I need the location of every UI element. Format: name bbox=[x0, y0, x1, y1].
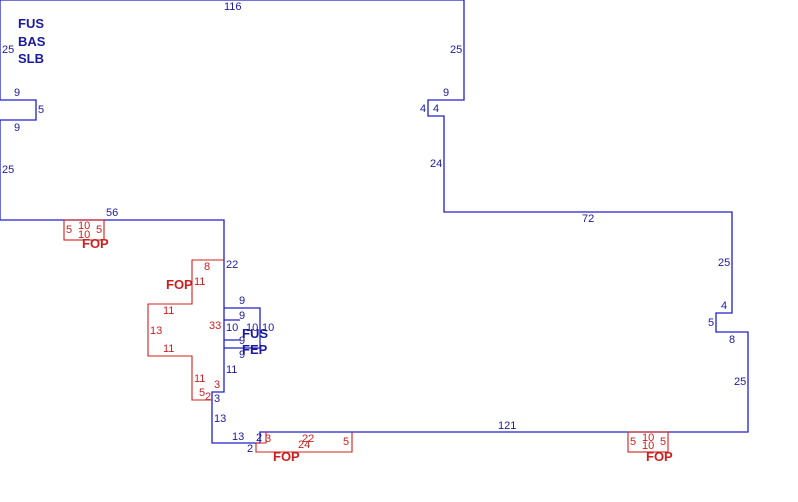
code-label-small-fep: FEP bbox=[242, 342, 268, 357]
dim-right-lower: 25 bbox=[734, 376, 746, 388]
dim-fop2-2: 2 bbox=[205, 391, 211, 403]
dim-inner-11: 11 bbox=[226, 364, 237, 376]
dim-bottom-long: 121 bbox=[498, 420, 516, 432]
dim-fop4-c: 10 bbox=[642, 440, 654, 452]
fop-label-1: FOP bbox=[82, 236, 109, 251]
dim-box-bot-a: 9 bbox=[239, 335, 245, 347]
fop-area-2 bbox=[147, 259, 224, 401]
dim-right-upper: 25 bbox=[450, 44, 462, 56]
fop-area-4 bbox=[627, 431, 669, 453]
dim-fop3-24: 24 bbox=[298, 439, 310, 451]
code-label-slb: SLB bbox=[18, 51, 44, 66]
dim-bottom-left: 56 bbox=[106, 207, 118, 219]
dim-fop1-b: 10 bbox=[78, 220, 90, 232]
dim-right-step-c: 8 bbox=[729, 334, 735, 346]
dim-fop2-33: 33 bbox=[209, 320, 221, 332]
dim-right-step-b: 5 bbox=[708, 317, 714, 329]
code-label-small-fus: FUS bbox=[242, 326, 268, 341]
dim-left-lower: 25 bbox=[2, 164, 14, 176]
dim-box-left: 10 bbox=[226, 322, 238, 334]
dim-fop1-d: 5 bbox=[96, 224, 102, 236]
fop-label-4: FOP bbox=[646, 449, 673, 464]
dim-fop3-22: 22 bbox=[302, 433, 314, 445]
dim-box-inner-b: 10 bbox=[262, 322, 274, 334]
dim-box-inner-a: 10 bbox=[246, 322, 258, 334]
dim-fop2-11a: 11 bbox=[194, 276, 205, 288]
code-label-bas: BAS bbox=[18, 34, 46, 49]
dim-top: 116 bbox=[224, 1, 242, 13]
dim-step-right-c: 4 bbox=[433, 103, 439, 115]
dim-fop2-13: 13 bbox=[150, 325, 162, 337]
fop-label-2: FOP bbox=[166, 277, 193, 292]
dim-inner-22: 22 bbox=[226, 259, 238, 271]
dim-fop3-3: 3 bbox=[265, 433, 271, 445]
dim-fop1-c: 10 bbox=[78, 229, 90, 241]
dim-right-mid: 25 bbox=[718, 257, 730, 269]
dim-notch-left-side: 5 bbox=[38, 104, 44, 116]
fop-area-1 bbox=[63, 219, 105, 241]
dim-fop2-11d: 11 bbox=[194, 373, 205, 385]
dim-notch-left-top: 9 bbox=[14, 87, 20, 99]
dim-mid-top: 72 bbox=[582, 213, 594, 225]
dim-fop2-11c: 11 bbox=[163, 343, 174, 355]
dim-box-bot-b: 9 bbox=[239, 349, 245, 361]
dim-inner-13b: 13 bbox=[232, 431, 244, 443]
dim-step-right-a: 9 bbox=[443, 87, 449, 99]
dim-right-drop: 24 bbox=[430, 158, 442, 170]
dim-inner-2a: 2 bbox=[256, 432, 262, 444]
dim-fop2-8: 8 bbox=[204, 261, 210, 273]
main-building-outline bbox=[0, 0, 749, 444]
fop-label-3: FOP bbox=[273, 449, 300, 464]
dim-box-top-a: 9 bbox=[239, 295, 245, 307]
dim-fop4-b: 10 bbox=[642, 432, 654, 444]
dim-fop3-5: 5 bbox=[343, 436, 349, 448]
dim-fop2-5: 5 bbox=[199, 387, 205, 399]
dim-notch-left-bottom: 9 bbox=[14, 122, 20, 134]
dim-left-upper: 25 bbox=[2, 44, 14, 56]
dim-fop2-11b: 11 bbox=[163, 305, 174, 317]
dim-fop4-d: 5 bbox=[660, 436, 666, 448]
dim-inner-2b: 2 bbox=[247, 443, 253, 455]
dim-step-right-b: 4 bbox=[420, 103, 426, 115]
code-label-fus: FUS bbox=[18, 16, 44, 31]
dim-fop4-a: 5 bbox=[630, 436, 636, 448]
dim-right-step-a: 4 bbox=[721, 300, 727, 312]
dim-fop1-a: 5 bbox=[66, 224, 72, 236]
dim-box-top-b: 9 bbox=[239, 310, 245, 322]
dim-inner-13a: 13 bbox=[214, 413, 226, 425]
projection-box-outline bbox=[224, 307, 261, 349]
dim-inner-3: 3 bbox=[214, 393, 220, 405]
dim-fop2-3: 3 bbox=[214, 379, 220, 391]
fop-area-3 bbox=[255, 432, 353, 453]
